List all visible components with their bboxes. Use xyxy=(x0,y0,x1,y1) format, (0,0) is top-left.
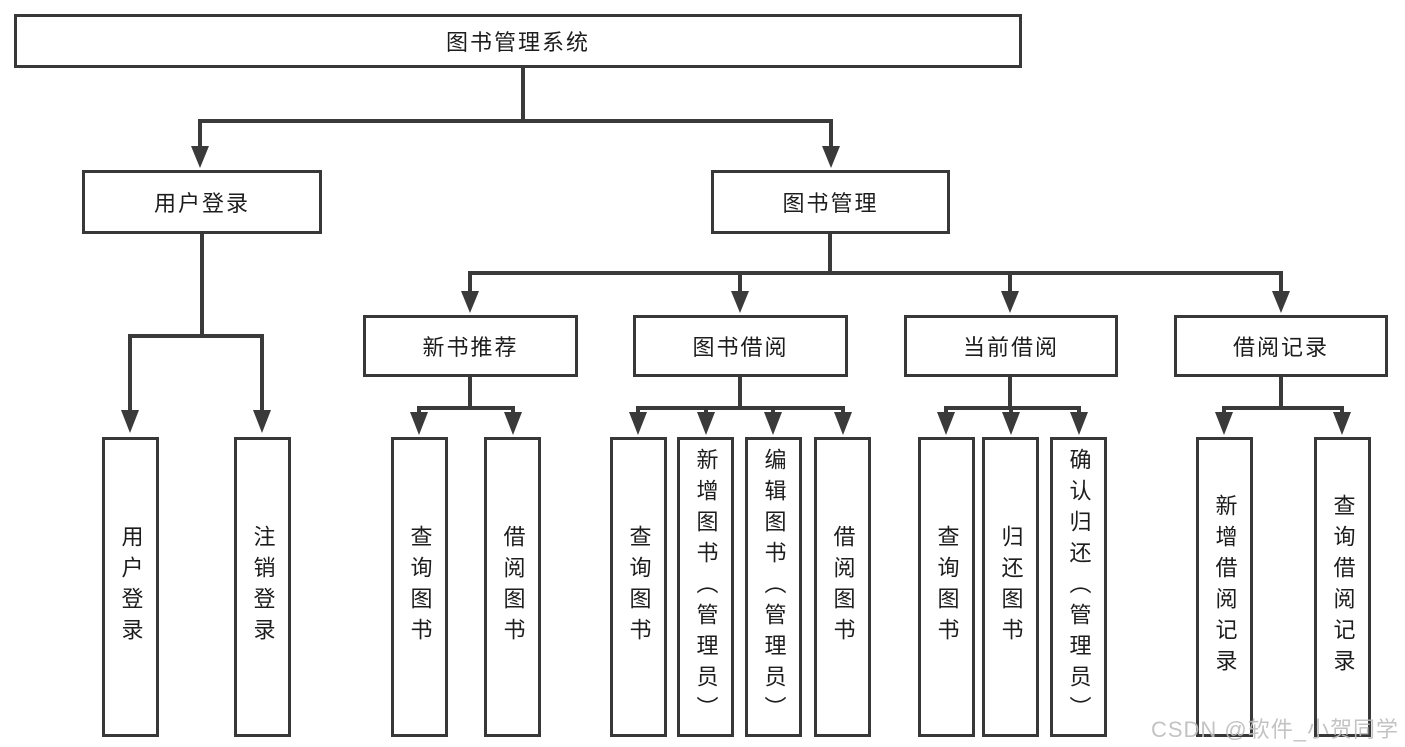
leaf-borrow-books-recommend: 借阅图书 xyxy=(484,437,541,737)
leaf-query-borrow-record: 查询借阅记录 xyxy=(1314,437,1371,737)
node-user-login: 用户登录 xyxy=(82,170,322,234)
leaf-query-books-current: 查询图书 xyxy=(918,437,975,737)
leaf-add-borrow-record: 新增借阅记录 xyxy=(1196,437,1253,737)
leaf-edit-books-admin: 编辑图书（管理员） xyxy=(745,437,802,737)
leaf-user-login: 用户登录 xyxy=(102,437,159,737)
watermark: CSDN @软件_小贺同学 xyxy=(1150,717,1399,742)
leaf-add-books-admin: 新增图书（管理员） xyxy=(677,437,734,737)
node-borrow-records: 借阅记录 xyxy=(1174,315,1388,377)
node-book-management: 图书管理 xyxy=(711,170,950,234)
node-root-system: 图书管理系统 xyxy=(14,14,1022,68)
leaf-logout: 注销登录 xyxy=(234,437,291,737)
leaf-confirm-return-admin: 确认归还（管理员） xyxy=(1050,437,1107,737)
leaf-return-books: 归还图书 xyxy=(982,437,1039,737)
leaf-query-books-borrow: 查询图书 xyxy=(610,437,667,737)
leaf-borrow-books: 借阅图书 xyxy=(814,437,871,737)
node-book-borrow: 图书借阅 xyxy=(633,315,848,377)
node-new-book-recommend: 新书推荐 xyxy=(363,315,578,377)
leaf-query-books-recommend: 查询图书 xyxy=(391,437,448,737)
node-current-borrow: 当前借阅 xyxy=(904,315,1118,377)
